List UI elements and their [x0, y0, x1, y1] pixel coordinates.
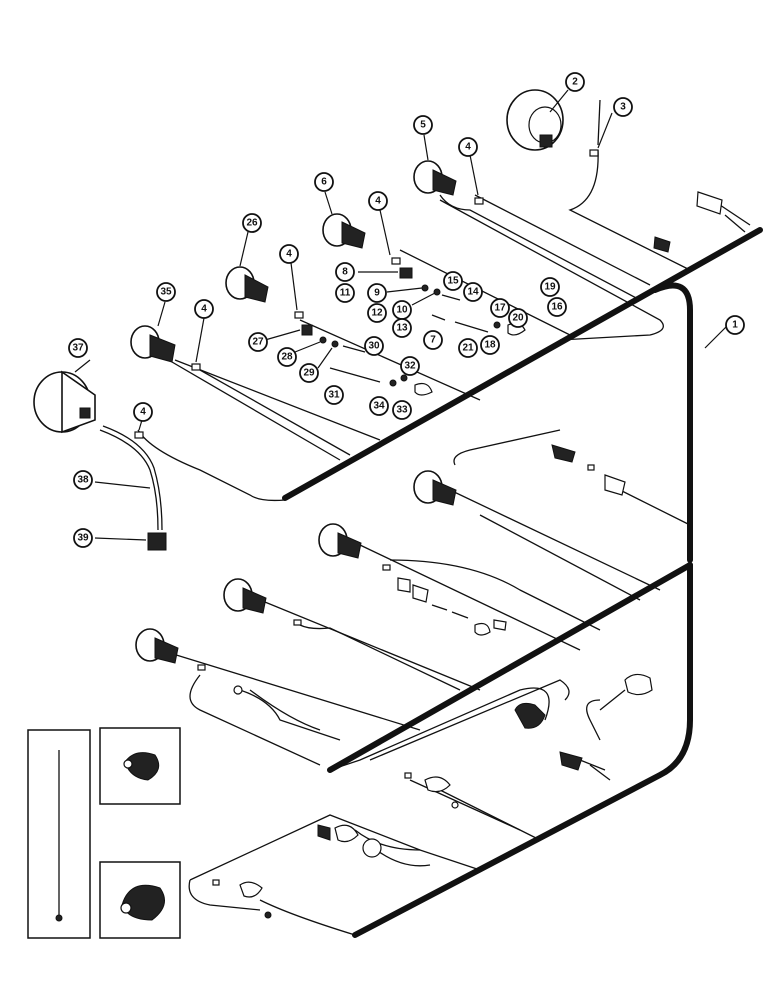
callout-28: 28 [277, 347, 297, 367]
svg-text:32: 32 [404, 361, 416, 372]
callout-3: 3 [613, 97, 633, 117]
callout-32: 32 [400, 356, 420, 376]
svg-text:4: 4 [201, 304, 207, 315]
callout-16: 16 [547, 297, 567, 317]
callout-27: 27 [248, 332, 268, 352]
callout-17: 17 [490, 298, 510, 318]
callout-14: 14 [463, 282, 483, 302]
lower-wires [188, 679, 626, 936]
inset-cable-tie [27, 729, 91, 939]
callout-13: 13 [392, 318, 412, 338]
callout-5: 5 [413, 115, 433, 135]
callout-39: 39 [73, 528, 93, 548]
callout-33: 33 [392, 400, 412, 420]
harness-middle [327, 562, 693, 938]
svg-text:39: 39 [77, 533, 89, 544]
callout-10: 10 [392, 300, 412, 320]
svg-text:34: 34 [373, 401, 385, 412]
svg-text:37: 37 [72, 343, 84, 354]
svg-text:31: 31 [328, 390, 340, 401]
callout-20: 20 [508, 308, 528, 328]
callout-6: 6 [314, 172, 334, 192]
callout-29: 29 [299, 363, 319, 383]
inset-clip-small [99, 727, 181, 805]
gauge-middle-2 [318, 523, 362, 559]
svg-text:17: 17 [494, 303, 506, 314]
svg-text:20: 20 [512, 313, 524, 324]
callout-12: 12 [367, 303, 387, 323]
svg-text:38: 38 [77, 475, 89, 486]
gauge-26 [225, 266, 269, 303]
callout-34: 34 [369, 396, 389, 416]
callout-38: 38 [73, 470, 93, 490]
callouts: 1 2 3 4 4 4 4 4 5 6 7 8 9 10 11 12 13 14… [68, 72, 745, 548]
svg-text:6: 6 [321, 177, 327, 188]
callout-7: 7 [423, 330, 443, 350]
callout-15: 15 [443, 271, 463, 291]
svg-text:12: 12 [371, 308, 383, 319]
gauge-middle-1 [413, 470, 457, 506]
svg-text:3: 3 [620, 102, 626, 113]
svg-text:7: 7 [430, 335, 436, 346]
svg-text:35: 35 [160, 287, 172, 298]
svg-text:33: 33 [396, 405, 408, 416]
svg-text:11: 11 [340, 288, 351, 299]
svg-text:9: 9 [374, 288, 380, 299]
svg-text:4: 4 [140, 407, 146, 418]
svg-text:4: 4 [286, 249, 292, 260]
svg-text:29: 29 [303, 368, 315, 379]
callout-37: 37 [68, 338, 88, 358]
gauge-5 [413, 160, 457, 196]
gauge-middle-3 [223, 578, 267, 614]
svg-text:8: 8 [342, 267, 348, 278]
callout-18: 18 [480, 335, 500, 355]
callout-4b: 4 [368, 191, 388, 211]
gauge-37 [33, 370, 96, 434]
callout-4: 4 [458, 137, 478, 157]
svg-text:21: 21 [462, 343, 474, 354]
svg-text:13: 13 [396, 323, 408, 334]
callout-2: 2 [565, 72, 585, 92]
callout-26: 26 [242, 213, 262, 233]
svg-text:1: 1 [732, 320, 738, 331]
svg-text:18: 18 [484, 340, 496, 351]
svg-text:5: 5 [420, 120, 426, 131]
callout-4d: 4 [194, 299, 214, 319]
svg-text:15: 15 [447, 276, 459, 287]
gauge-35 [130, 325, 176, 363]
callout-19: 19 [540, 277, 560, 297]
svg-text:28: 28 [281, 352, 293, 363]
svg-text:16: 16 [551, 302, 563, 313]
gauge-middle-4 [135, 628, 179, 664]
upper-wires [137, 99, 751, 502]
callout-1: 1 [725, 315, 745, 335]
callout-21: 21 [458, 338, 478, 358]
svg-text:10: 10 [396, 305, 408, 316]
middle-wires [159, 429, 691, 766]
callout-4c: 4 [279, 244, 299, 264]
gauge-6 [322, 213, 366, 249]
svg-text:26: 26 [246, 218, 258, 229]
svg-text:27: 27 [252, 337, 264, 348]
callout-9: 9 [367, 283, 387, 303]
svg-text:30: 30 [368, 341, 380, 352]
svg-text:2: 2 [572, 77, 578, 88]
callout-31: 31 [324, 385, 344, 405]
svg-text:4: 4 [465, 142, 471, 153]
callout-11: 11 [335, 283, 355, 303]
callout-35: 35 [156, 282, 176, 302]
gauge-2 [506, 89, 564, 151]
harness-upper [282, 227, 763, 563]
leader-lines [74, 89, 729, 541]
callout-30: 30 [364, 336, 384, 356]
svg-text:19: 19 [544, 282, 556, 293]
inset-clip-large [99, 861, 181, 939]
svg-text:4: 4 [375, 196, 381, 207]
callout-4e: 4 [133, 402, 153, 422]
callout-8: 8 [335, 262, 355, 282]
small-parts [99, 149, 723, 919]
svg-text:14: 14 [467, 287, 479, 298]
